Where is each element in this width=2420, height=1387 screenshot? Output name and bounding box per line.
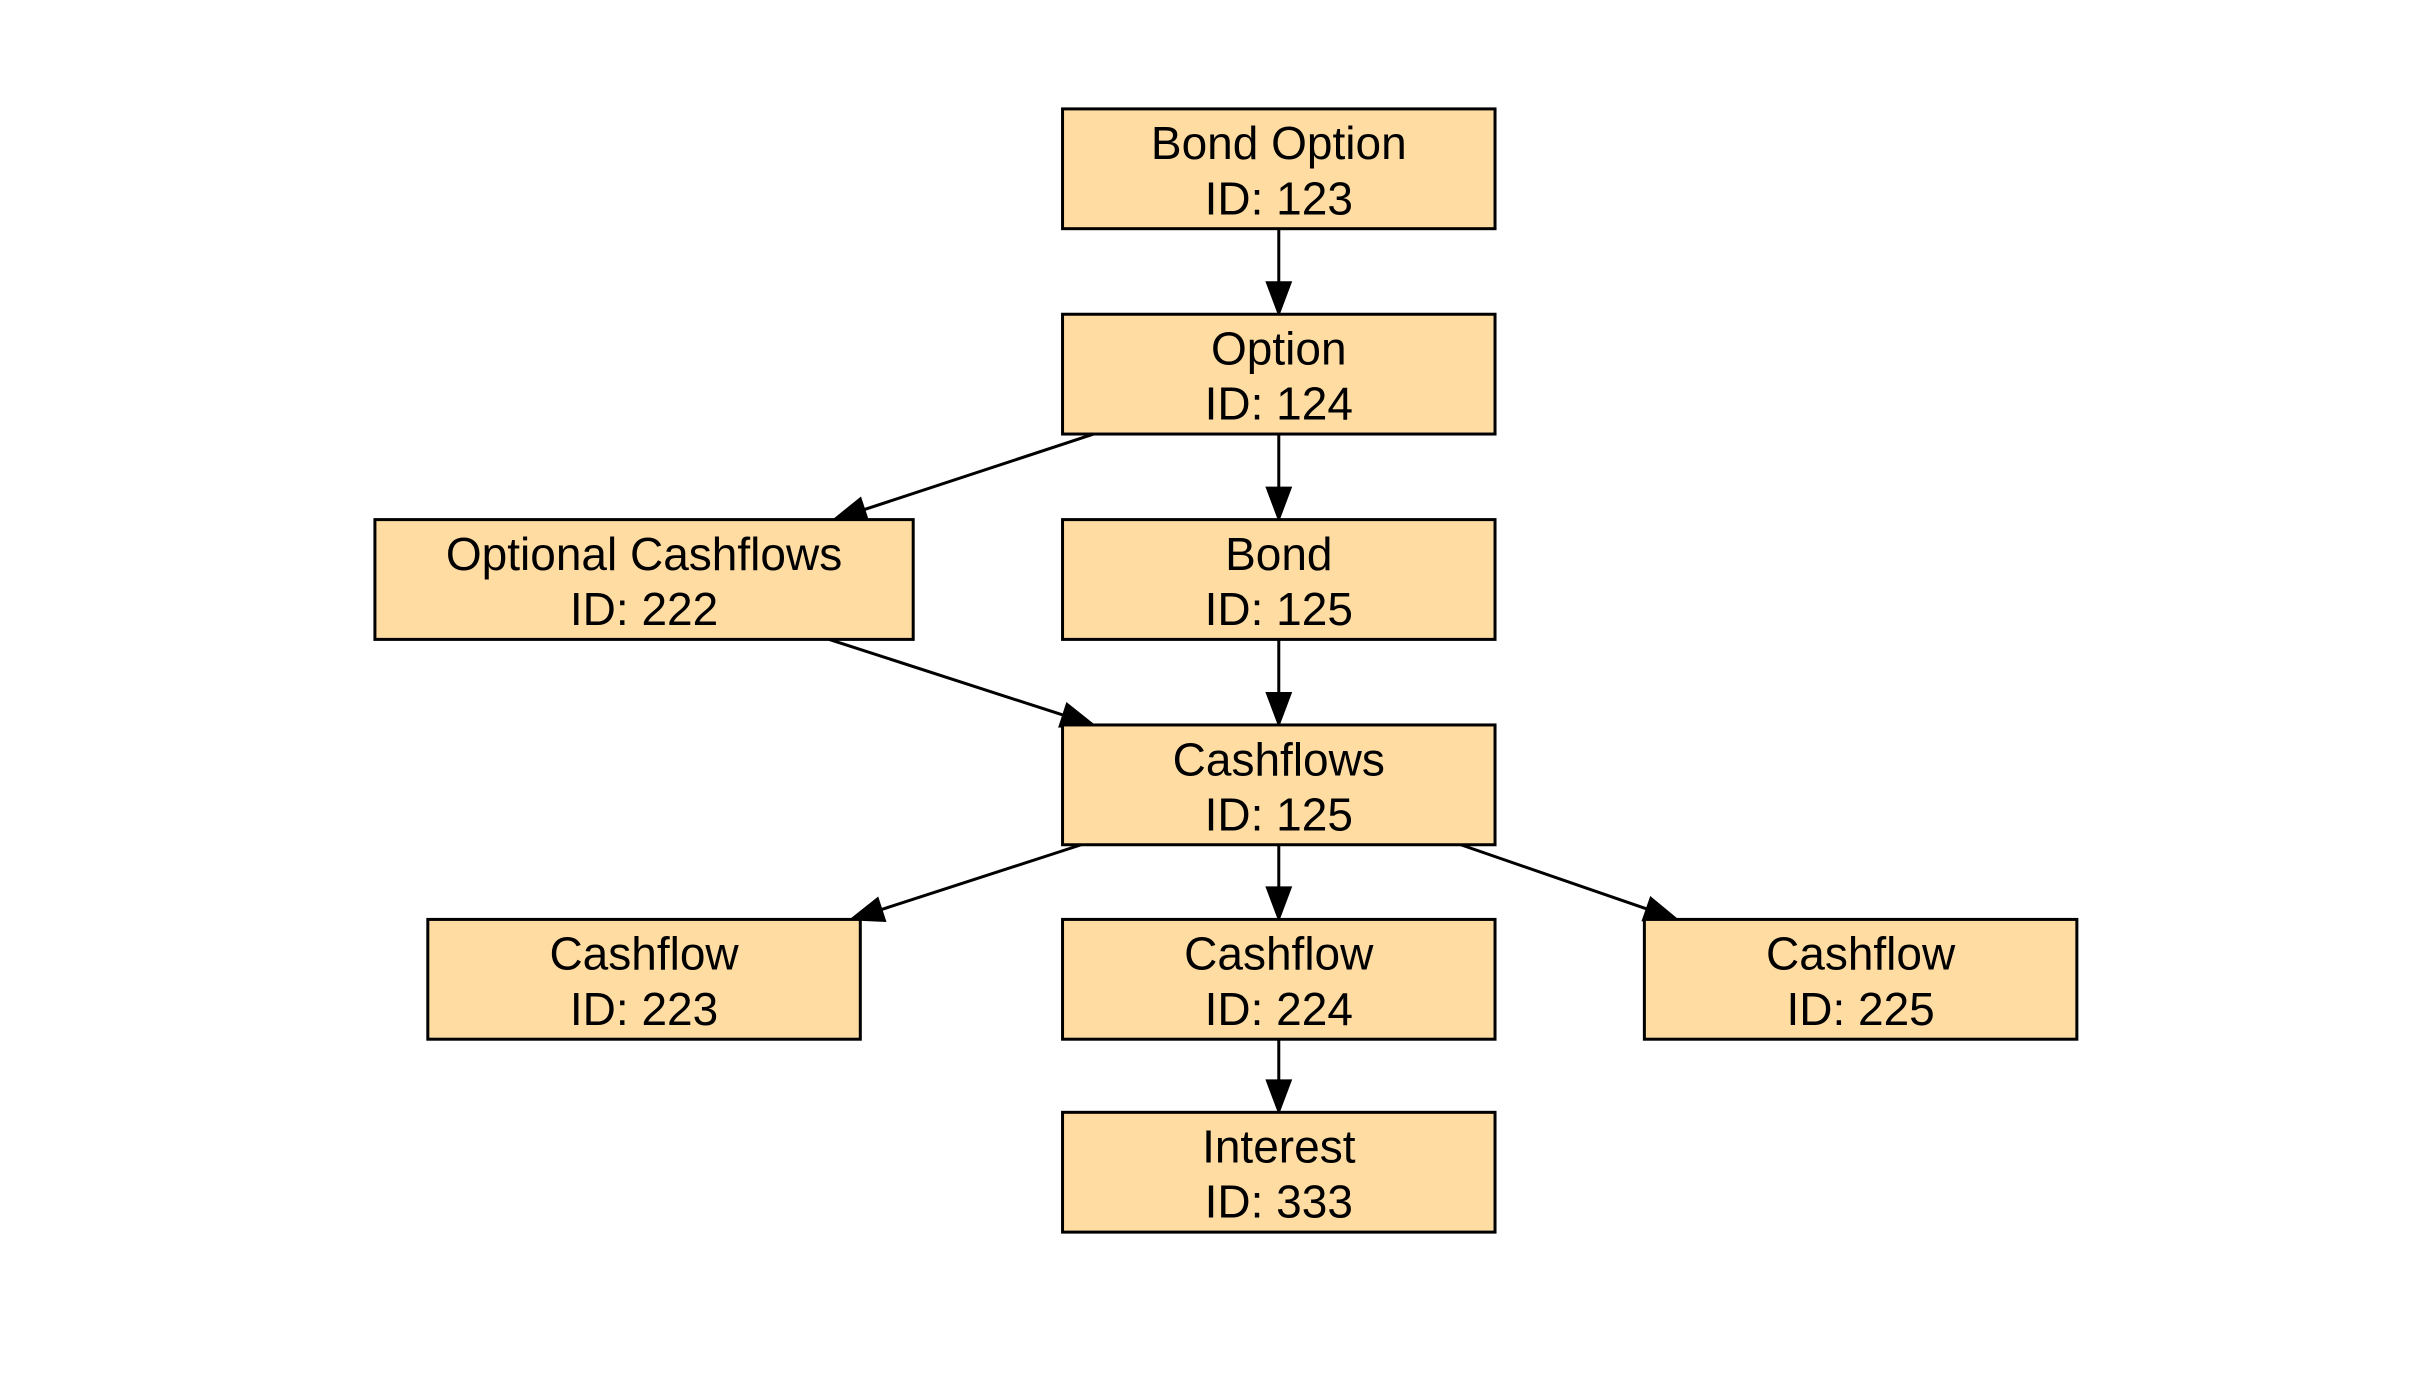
- edge-line: [828, 637, 1064, 717]
- node-box: [1061, 518, 1497, 641]
- node-box: [1061, 107, 1497, 231]
- edge-cashflow-224-to-interest: [1265, 1039, 1293, 1116]
- arrowhead-icon: [1058, 702, 1097, 728]
- arrowhead-icon: [1265, 691, 1293, 728]
- edge-optional-cashflows-to-cashflows: [828, 637, 1097, 728]
- arrowhead-icon: [1265, 886, 1293, 923]
- node-label: Bond: [1225, 528, 1332, 580]
- edge-cashflows-to-cashflow-224: [1265, 844, 1293, 923]
- node-id: ID: 125: [1205, 583, 1353, 635]
- node-box: [1642, 917, 2079, 1041]
- node-label: Cashflows: [1173, 733, 1385, 785]
- edge-cashflows-to-cashflow-223: [848, 843, 1082, 923]
- node-label: Cashflow: [1184, 928, 1374, 980]
- node-box: [426, 917, 862, 1041]
- node-id: ID: 333: [1205, 1176, 1353, 1228]
- node-box: [373, 518, 915, 641]
- edge-bond-to-cashflows: [1265, 639, 1293, 728]
- node-id: ID: 222: [570, 583, 718, 635]
- edges-layer: [828, 228, 1680, 1116]
- node-label: Cashflow: [1766, 928, 1956, 980]
- edge-line: [880, 843, 1082, 911]
- node-id: ID: 123: [1205, 172, 1353, 224]
- node-id: ID: 225: [1786, 983, 1934, 1035]
- node-id: ID: 223: [570, 983, 718, 1035]
- edge-line: [863, 432, 1095, 512]
- arrowhead-icon: [1641, 895, 1680, 922]
- node-id: ID: 125: [1205, 788, 1353, 840]
- node-label: Cashflow: [549, 928, 739, 980]
- edge-bond-option-to-option: [1265, 228, 1293, 318]
- node-box: [1061, 723, 1497, 847]
- node-id: ID: 124: [1205, 378, 1353, 430]
- node-box: [1061, 917, 1497, 1041]
- node-label: Optional Cashflows: [446, 528, 842, 580]
- node-label: Interest: [1202, 1121, 1356, 1173]
- node-box: [1061, 312, 1497, 436]
- node-box: [1061, 1110, 1497, 1234]
- arrowhead-icon: [1265, 486, 1293, 523]
- edge-option-to-bond: [1265, 434, 1293, 523]
- edge-option-to-optional-cashflows: [831, 432, 1095, 523]
- arrowhead-icon: [1265, 1079, 1293, 1116]
- node-label: Option: [1211, 323, 1347, 375]
- edge-line: [1460, 843, 1648, 911]
- edge-cashflows-to-cashflow-225: [1460, 843, 1680, 922]
- arrowhead-icon: [831, 496, 870, 523]
- node-label: Bond Option: [1151, 117, 1407, 169]
- node-id: ID: 224: [1205, 983, 1353, 1035]
- arrowhead-icon: [1265, 281, 1293, 318]
- arrowhead-icon: [848, 896, 887, 923]
